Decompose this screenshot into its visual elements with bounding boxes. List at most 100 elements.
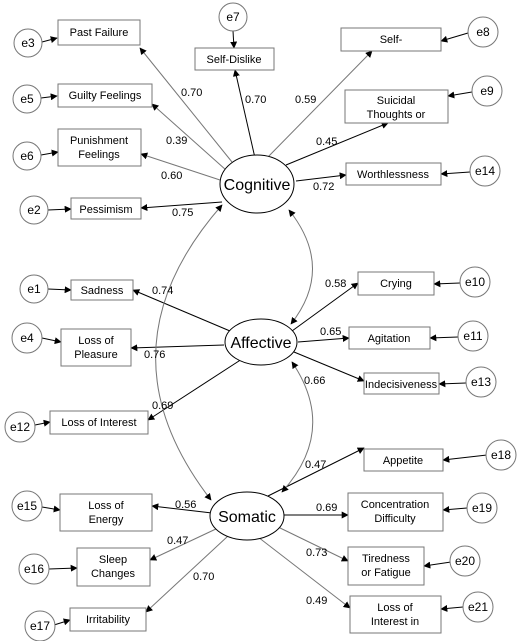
path-somatic-loss-energy xyxy=(151,503,213,514)
loading-loss-interest-in: 0.49 xyxy=(306,595,327,607)
path-cognitive-guilty xyxy=(151,103,227,171)
item-sleep-line1: Sleep xyxy=(99,554,127,566)
path-e18 xyxy=(442,454,488,463)
path-e20 xyxy=(423,561,452,569)
path-e8 xyxy=(440,32,469,43)
error-e10: e10 xyxy=(459,266,491,298)
error-e16: e16 xyxy=(18,553,50,585)
loading-past-failure: 0.70 xyxy=(181,87,202,99)
path-e17 xyxy=(53,618,71,626)
path-e2 xyxy=(47,205,72,213)
item-pessimism-label: Pessimism xyxy=(79,204,132,216)
error-e18-label: e18 xyxy=(491,448,511,462)
error-e19-label: e19 xyxy=(472,501,492,515)
cov-cognitive-affective xyxy=(288,209,313,325)
error-e13-label: e13 xyxy=(471,375,491,389)
item-tiredness-line2: or Fatigue xyxy=(361,567,411,579)
item-self-dislike-label: Self-Dislike xyxy=(206,54,261,66)
error-e17: e17 xyxy=(24,610,56,641)
error-e10-label: e10 xyxy=(465,275,485,289)
path-cognitive-suicidal xyxy=(285,122,389,166)
item-loss-energy-line2: Energy xyxy=(89,514,124,526)
path-affective-sadness xyxy=(132,289,231,332)
loading-sadness: 0.74 xyxy=(152,285,173,297)
item-loss-interest-in-line1: Loss of xyxy=(377,602,413,614)
item-worthlessness-label: Worthlessness xyxy=(357,169,429,181)
path-e21 xyxy=(440,604,464,612)
path-e5 xyxy=(40,93,58,101)
error-e16-label: e16 xyxy=(24,562,44,576)
error-e20-label: e20 xyxy=(455,554,475,568)
loading-self-dislike: 0.70 xyxy=(245,94,266,106)
loading-suicidal: 0.45 xyxy=(316,136,337,148)
error-e3-label: e3 xyxy=(21,36,35,50)
item-loss-pleasure-line1: Loss of xyxy=(78,335,114,347)
path-affective-agitation xyxy=(297,335,350,343)
item-worthlessness: Worthlessness xyxy=(345,162,442,186)
item-suicidal: Suicidal Thoughts or xyxy=(344,89,449,124)
loading-sleep: 0.47 xyxy=(167,535,188,547)
item-punishment-line2: Feelings xyxy=(78,149,120,161)
path-cognitive-self-dislike xyxy=(232,69,256,159)
item-punishment-line1: Punishment xyxy=(70,135,128,147)
item-self: Self- xyxy=(340,27,442,52)
item-concentration-line1: Concentration xyxy=(361,499,430,511)
item-loss-of-energy: Loss of Energy xyxy=(59,493,153,532)
error-e6-label: e6 xyxy=(20,149,34,163)
path-e12 xyxy=(34,419,51,427)
path-e11 xyxy=(429,334,459,342)
error-e6: e6 xyxy=(12,141,42,171)
path-cognitive-worthlessness xyxy=(295,172,347,182)
error-e7-label: e7 xyxy=(226,10,240,24)
path-e1 xyxy=(47,286,72,294)
error-e13: e13 xyxy=(465,366,497,398)
item-irritability: Irritability xyxy=(69,607,147,632)
item-agitation-label: Agitation xyxy=(368,333,411,345)
error-e12: e12 xyxy=(4,411,36,443)
cov-cognitive-somatic xyxy=(155,204,223,501)
item-indecisiveness: Indecisiveness xyxy=(363,372,440,395)
loading-worthlessness: 0.72 xyxy=(313,181,334,193)
loading-indecisiveness: 0.66 xyxy=(304,375,325,387)
error-e3: e3 xyxy=(13,28,43,58)
item-pessimism: Pessimism xyxy=(70,197,142,220)
path-e3 xyxy=(41,36,58,44)
item-loss-of-interest: Loss of Interest xyxy=(49,410,149,435)
item-loss-energy-line1: Loss of xyxy=(88,500,124,512)
error-e20: e20 xyxy=(449,545,481,577)
item-concentration-line2: Difficulty xyxy=(374,513,416,525)
path-e13 xyxy=(438,380,467,388)
item-loss-pleasure-line2: Pleasure xyxy=(74,349,117,361)
loading-punishment: 0.60 xyxy=(161,170,182,182)
loading-appetite: 0.47 xyxy=(305,459,326,471)
error-e17-label: e17 xyxy=(30,619,50,633)
item-suicidal-line2: Thoughts or xyxy=(367,109,426,121)
item-sleep-line2: Changes xyxy=(91,568,136,580)
item-guilty-feelings-label: Guilty Feelings xyxy=(69,90,142,102)
error-e11-label: e11 xyxy=(463,329,482,343)
error-e2: e2 xyxy=(19,195,49,225)
path-e10 xyxy=(433,280,461,288)
error-e2-label: e2 xyxy=(27,203,41,217)
path-somatic-loss-interest-in xyxy=(257,536,351,609)
path-e6 xyxy=(40,149,59,157)
loading-agitation: 0.65 xyxy=(320,326,341,338)
path-affective-loss-interest xyxy=(147,358,243,421)
factor-somatic: Somatic xyxy=(209,491,285,541)
loading-loss-interest: 0.69 xyxy=(152,400,173,412)
path-somatic-irritability xyxy=(145,535,229,613)
item-past-failure: Past Failure xyxy=(57,19,141,46)
error-e8: e8 xyxy=(467,16,499,48)
item-tiredness-line1: Tiredness xyxy=(362,553,410,565)
error-e8-label: e8 xyxy=(476,25,490,39)
error-e7: e7 xyxy=(218,2,248,32)
error-e21: e21 xyxy=(462,591,494,623)
item-self-label: Self- xyxy=(380,34,403,46)
item-past-failure-label: Past Failure xyxy=(70,27,129,39)
factor-affective-label: Affective xyxy=(230,335,291,352)
path-e14 xyxy=(440,170,471,178)
error-e4-label: e4 xyxy=(20,331,34,345)
item-loss-of-pleasure: Loss of Pleasure xyxy=(60,328,132,367)
error-e12-label: e12 xyxy=(10,420,30,434)
path-cognitive-past-failure xyxy=(139,47,233,163)
